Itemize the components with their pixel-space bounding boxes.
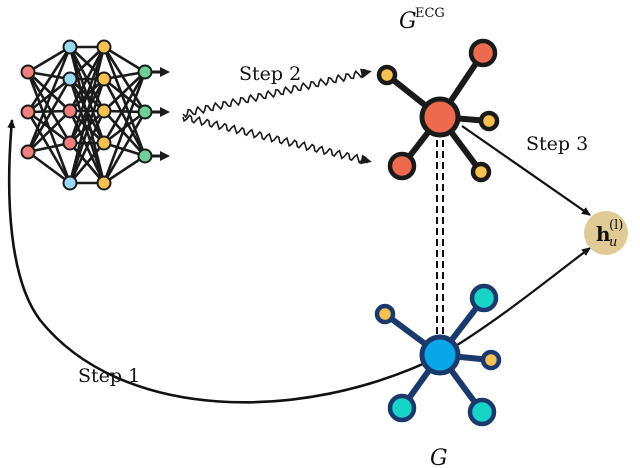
graph-ecg-sup: ECG	[415, 6, 445, 21]
nn-edge	[69, 142, 105, 184]
nn-edge	[26, 78, 72, 153]
nn-edge	[102, 71, 147, 144]
graph-leaf-node	[374, 303, 396, 325]
step2-label: Step 2	[239, 63, 301, 85]
nn-edge	[27, 150, 71, 185]
nn-edge	[68, 110, 106, 184]
nn-edge	[27, 77, 71, 114]
ecg-graph	[376, 38, 500, 183]
node-h	[584, 211, 628, 255]
graph-leaf-node	[376, 64, 398, 86]
node-h-sub: u	[609, 235, 617, 250]
step3-label: Step 3	[526, 133, 588, 155]
nn-edge	[102, 111, 147, 184]
graph-center-node	[419, 96, 461, 138]
nn-node	[96, 175, 112, 191]
nn-edge	[102, 78, 147, 157]
nn-node	[62, 39, 78, 55]
graph-g-label: G	[430, 446, 448, 468]
nn-edge	[68, 78, 106, 184]
nn-edge	[102, 46, 147, 157]
wavy-arrowhead	[360, 68, 372, 79]
step1-arrow	[7, 119, 441, 404]
wavy-arrowhead	[360, 154, 372, 165]
nn-node	[62, 175, 78, 191]
node-h-label: h	[596, 222, 611, 246]
graph-leaf-node	[387, 393, 417, 423]
nn-node	[96, 71, 112, 87]
node-h-sup: (l)	[609, 218, 623, 233]
nn-edge	[68, 46, 106, 184]
nn-output-arrowhead	[160, 151, 170, 161]
graph-leaf-node	[467, 397, 497, 427]
wavy-line	[182, 69, 366, 119]
nn-edge	[68, 46, 106, 144]
neural-network-icon	[20, 39, 170, 191]
nn-node	[20, 64, 36, 80]
nn-node	[62, 135, 78, 151]
graph-leaf-node	[480, 349, 502, 371]
graph-to-h-arrow	[440, 247, 591, 356]
nn-output-arrowhead	[160, 107, 170, 117]
nn-edge	[103, 45, 146, 74]
graph-leaf-node	[387, 151, 417, 181]
nn-edge	[27, 110, 71, 153]
graph-leaf-node	[468, 38, 498, 68]
nn-edge	[27, 71, 71, 112]
nn-node	[62, 71, 78, 87]
nn-edge	[103, 71, 146, 112]
nn-edge	[27, 110, 71, 145]
nn-edge	[102, 71, 147, 184]
nn-node	[96, 135, 112, 151]
nn-node	[137, 64, 153, 80]
nn-node	[137, 148, 153, 164]
nn-node	[137, 104, 153, 120]
step3-arrow	[461, 125, 591, 216]
nn-edge	[103, 77, 146, 114]
graph-ecg-label: G	[399, 9, 417, 34]
nn-node	[96, 103, 112, 119]
nn-node	[96, 39, 112, 55]
nn-node	[20, 104, 36, 120]
graph-g	[374, 283, 502, 427]
nn-edge	[103, 154, 146, 185]
nn-edge	[26, 46, 72, 113]
nn-edge	[27, 45, 71, 74]
wavy-line	[182, 114, 369, 164]
graph-leaf-node	[469, 283, 499, 313]
nn-output-arrowhead	[160, 67, 170, 77]
nn-edge	[26, 46, 72, 153]
nn-edge	[103, 110, 146, 157]
step2-wavy-arrows	[182, 68, 372, 165]
nn-edge	[69, 46, 105, 80]
graph-leaf-node	[478, 110, 500, 132]
step1-label: Step 1	[78, 365, 140, 387]
nn-node	[62, 103, 78, 119]
graph-center-node	[419, 334, 461, 376]
nn-node	[20, 144, 36, 160]
nn-edge	[68, 46, 106, 112]
graph-leaf-node	[470, 161, 492, 183]
nn-edge	[26, 71, 72, 144]
nn-edge	[102, 46, 147, 113]
